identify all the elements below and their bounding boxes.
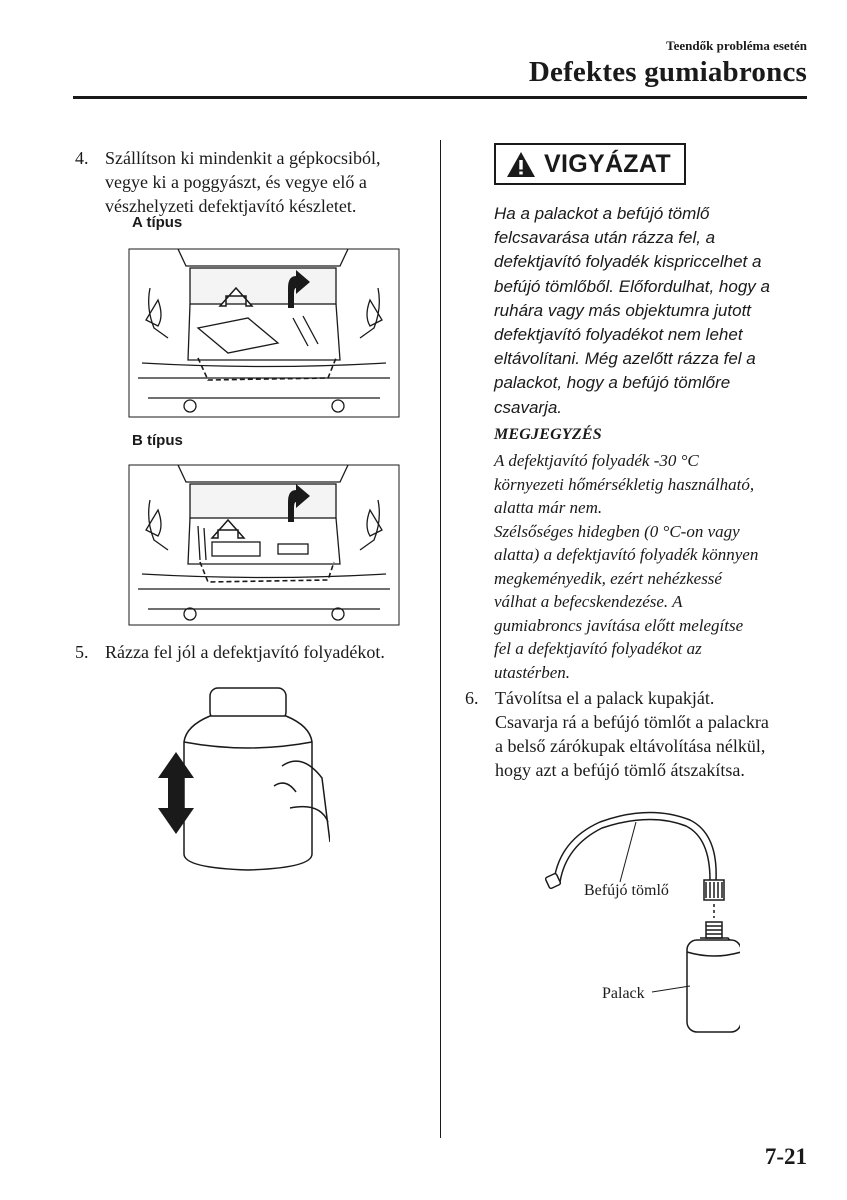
- step-4-line: Szállítson ki mindenkit a gépkocsiból,: [105, 148, 381, 168]
- note-line: alatta) a defektjavító folyadék könnyen: [494, 545, 759, 564]
- type-a-label: A típus: [132, 214, 183, 231]
- note-line: A defektjavító folyadék -30 °C: [494, 451, 699, 470]
- caution-line: eltávolítani. Még azelőtt rázza fel a: [494, 349, 756, 369]
- caution-line: defektjavító folyadék kispriccelhet a: [494, 252, 762, 272]
- note-line: utastérben.: [494, 662, 571, 682]
- step-5-text: Rázza fel jól a defektjavító folyadékot.: [105, 642, 385, 662]
- header-rule: [73, 96, 807, 99]
- step-4-line: vészhelyzeti defektjavító készletet.: [105, 196, 357, 216]
- caution-line: csavarja.: [494, 397, 563, 417]
- note-line: gumiabroncs javítása előtt melegítse: [494, 615, 744, 635]
- hose-bottle-diagram: [544, 811, 740, 1033]
- step-6-line: Csavarja rá a befújó tömlőt a palackra: [495, 712, 769, 732]
- column-divider: [440, 140, 441, 1138]
- step-5-number: 5.: [75, 642, 89, 662]
- note-line: megkeményedik, ezért nehézkessé: [494, 568, 722, 588]
- step-4-line: vegye ki a poggyászt, és vegye elő a: [105, 172, 367, 192]
- caution-text: Ha a palackot a befújó tömlő felcsavarás…: [494, 202, 814, 420]
- step-4: 4. Szállítson ki mindenkit a gépkocsiból…: [75, 146, 425, 220]
- bottle-label: Palack: [602, 985, 645, 1002]
- caution-line: ruhára vagy más objektumra jutott: [494, 300, 752, 320]
- caution-line: palackot, hogy a befújó tömlőre: [494, 373, 731, 393]
- step-6-line: a belső zárókupak eltávolítása nélkül,: [495, 736, 766, 756]
- note-line: Szélsőséges hidegben (0 °C-on vagy: [494, 521, 740, 541]
- caution-line: felcsavarása után rázza fel, a: [494, 228, 716, 248]
- caution-title: VIGYÁZAT: [544, 149, 671, 178]
- step-6-line: Távolítsa el a palack kupakját.: [495, 688, 715, 708]
- hose-label: Befújó tömlő: [584, 882, 669, 899]
- trunk-type-a-illustration: [128, 248, 400, 418]
- note-line: fel a defektjavító folyadékot az: [494, 639, 702, 658]
- note-line: válhat a befecskendezése. A: [494, 592, 683, 611]
- warning-triangle-icon: [507, 151, 535, 177]
- page-number: 7-21: [764, 1144, 807, 1169]
- page-title: Defektes gumiabroncs: [528, 56, 807, 88]
- caution-line: befújó tömlőből. Előfordulhat, hogy a: [494, 276, 770, 296]
- caution-line: defektjavító folyadékot nem lehet: [494, 325, 743, 345]
- type-b-label: B típus: [132, 432, 183, 449]
- caution-line: Ha a palackot a befújó tömlő: [494, 204, 710, 223]
- section-title: Teendők probléma esetén: [666, 38, 807, 53]
- step-6: 6. Távolítsa el a palack kupakját. Csava…: [465, 686, 815, 784]
- step-4-number: 4.: [75, 148, 89, 168]
- note-line: alatta már nem.: [494, 498, 603, 517]
- note-line: környezeti hőmérsékletig használható,: [494, 474, 755, 494]
- step-5: 5. Rázza fel jól a defektjavító folyadék…: [75, 640, 425, 666]
- step-6-number: 6.: [465, 688, 479, 708]
- step-6-line: hogy azt a befújó tömlő átszakítsa.: [495, 760, 745, 780]
- note-title: MEGJEGYZÉS: [494, 426, 602, 443]
- note-text: A defektjavító folyadék -30 °C környezet…: [494, 449, 758, 684]
- caution-box: VIGYÁZAT: [494, 143, 686, 185]
- shake-bottle-illustration: [158, 687, 330, 871]
- trunk-type-b-illustration: [128, 464, 400, 626]
